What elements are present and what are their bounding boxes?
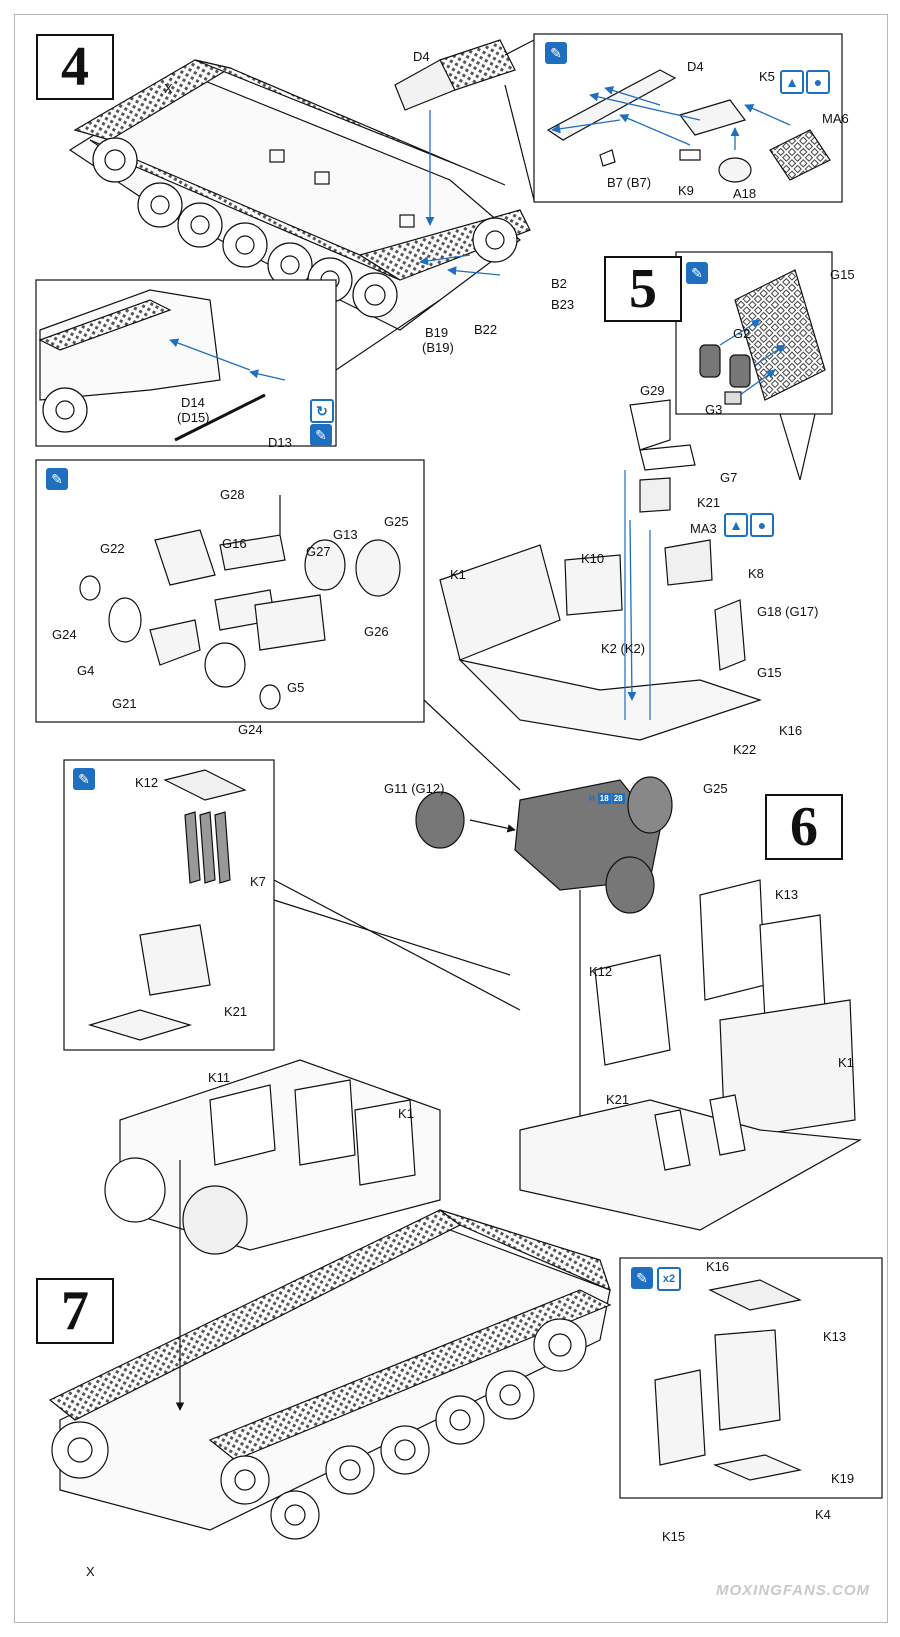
step-number-6: 6 — [765, 794, 843, 860]
part-label-d14: D14 — [181, 395, 205, 410]
part-label-g24-b: G24 — [238, 722, 263, 737]
part-label-d13: D13 — [268, 435, 292, 450]
part-label-d4: D4 — [413, 49, 430, 64]
part-label-k21-step6: K21 — [606, 1092, 630, 1107]
part-label-b7: B7 (B7) — [607, 175, 652, 190]
glue-brush-icon: ✎ — [73, 768, 95, 790]
part-label-b2: B2 — [551, 276, 567, 291]
part-label-k16-step6: K16 — [706, 1259, 730, 1274]
part-label-g24-a: G24 — [52, 627, 77, 642]
part-label-k9: K9 — [678, 183, 694, 198]
part-label-k16-step5: K16 — [779, 723, 803, 738]
part-label-g3: G3 — [705, 402, 723, 417]
part-label-k11: K11 — [208, 1070, 231, 1085]
part-label-g26: G26 — [364, 624, 389, 639]
part-label-k7: K7 — [250, 874, 266, 889]
top-view-arrow-icon: ▲ — [724, 513, 748, 537]
part-label-k19: K19 — [831, 1471, 855, 1486]
part-label-k13-step6: K13 — [775, 887, 799, 902]
part-label-k8: K8 — [748, 566, 764, 581]
glue-brush-icon: ✎ — [545, 42, 567, 64]
part-label-k1-step7: K1 — [398, 1106, 414, 1121]
part-label-k13-inset: K13 — [823, 1329, 847, 1344]
part-label-ma3: MA3 — [690, 521, 717, 536]
cement-drop-icon: ● — [750, 513, 774, 537]
part-label-x-bottom: X — [86, 1564, 95, 1579]
step-number-5: 5 — [604, 256, 682, 322]
part-label-g4: G4 — [77, 663, 95, 678]
part-label-g28: G28 — [220, 487, 245, 502]
watermark: MOXINGFANS.COM — [715, 1582, 870, 1599]
part-label-k2: K2 (K2) — [601, 641, 646, 656]
part-label-k22: K22 — [733, 742, 757, 757]
glue-brush-icon: ✎ — [310, 424, 332, 446]
part-label-x-top: X — [164, 81, 173, 96]
part-label-g13: G13 — [333, 527, 358, 542]
step-number-4: 4 — [36, 34, 114, 100]
part-label-g25-inset: G25 — [384, 514, 409, 529]
part-label-k15: K15 — [662, 1529, 686, 1544]
part-label-b22: B22 — [474, 322, 498, 337]
part-label-k10: K10 — [581, 551, 605, 566]
part-label-g2: G2 — [733, 326, 751, 341]
glue-brush-icon: ✎ — [46, 468, 68, 490]
part-label-a18: A18 — [733, 186, 757, 201]
part-label-d15: (D15) — [177, 410, 210, 425]
part-label-k21-inset: K21 — [224, 1004, 248, 1019]
part-label-b23: B23 — [551, 297, 575, 312]
part-label-g25-main: G25 — [703, 781, 728, 796]
part-label-g29: G29 — [640, 383, 665, 398]
part-label-g15-step5: G15 — [757, 665, 782, 680]
part-label-g16: G16 — [222, 536, 247, 551]
part-label-k5: K5 — [759, 69, 775, 84]
top-view-arrow-icon: ▲ — [780, 70, 804, 94]
part-label-g5: G5 — [287, 680, 305, 695]
part-label-g7: G7 — [720, 470, 738, 485]
part-label-g22: G22 — [100, 541, 125, 556]
part-label-ma6: MA6 — [822, 111, 849, 126]
part-label-k12-inset: K12 — [135, 775, 159, 790]
part-label-k4: K4 — [815, 1507, 831, 1522]
part-label-b19-alt: (B19) — [422, 340, 454, 355]
part-label-g18: G18 (G17) — [757, 604, 819, 619]
part-label-k1-step6: K1 — [838, 1055, 854, 1070]
cement-drop-icon: ● — [806, 70, 830, 94]
part-label-g27: G27 — [306, 544, 331, 559]
assembly-arrows — [169, 86, 791, 701]
glue-brush-icon: ✎ — [686, 262, 708, 284]
part-label-g15-inset: G15 — [830, 267, 855, 282]
glue-brush-icon: ✎ — [631, 1267, 653, 1289]
part-label-g21: G21 — [112, 696, 137, 711]
part-label-d4-inset: D4 — [687, 59, 704, 74]
part-label-k21-step5: K21 — [697, 495, 721, 510]
page-frame — [14, 14, 888, 1623]
part-label-b19: B19 — [425, 325, 449, 340]
part-label-g11: G11 (G12) — [384, 781, 445, 796]
part-label-k12-step6: K12 — [589, 964, 613, 979]
rotate-assembly-icon: ↻ — [310, 399, 334, 423]
step-number-7: 7 — [36, 1278, 114, 1344]
times-two-icon: x2 — [657, 1267, 681, 1291]
part-label-k1-step5: K1 — [450, 567, 466, 582]
step4-chassis — [68, 59, 531, 331]
